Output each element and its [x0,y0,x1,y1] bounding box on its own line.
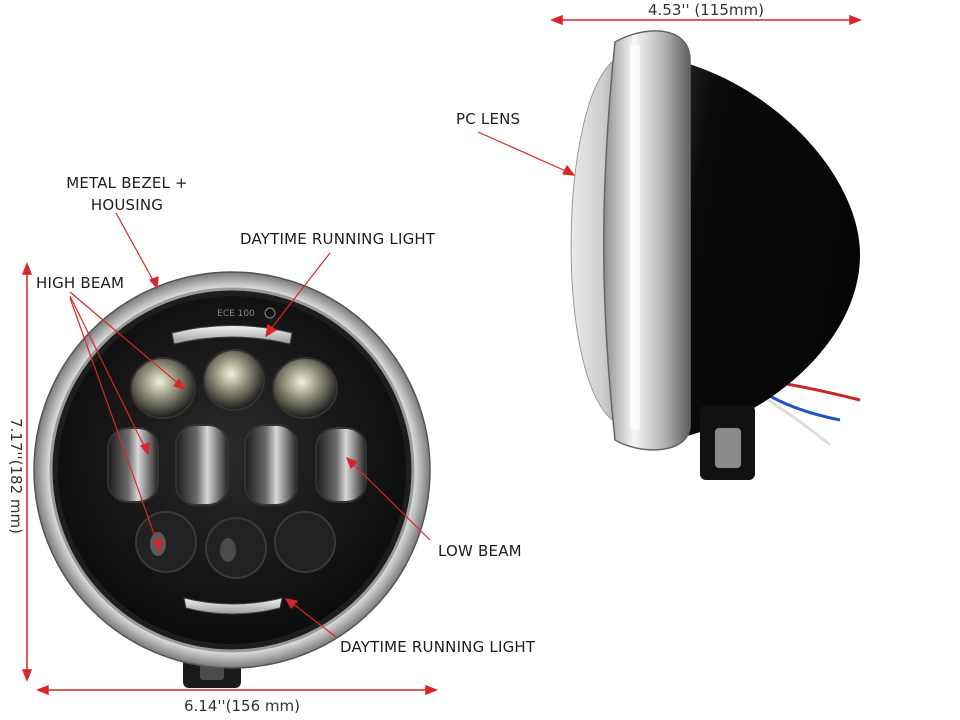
bezel-arrowhead [148,276,159,290]
dimension-width: 6.14''(156 mm) [184,697,300,715]
low-beam-pointer [351,462,431,541]
label-drl-top: DAYTIME RUNNING LIGHT [240,230,436,248]
label-high-beam: HIGH BEAM [36,274,125,292]
drl-bottom-strip [183,597,283,615]
high-beam-arrowhead [153,539,163,553]
lower-lens [274,511,336,573]
low-beam-reflector [175,424,229,506]
dimension-height: 7.17''(182 mm) [7,418,25,534]
high-beam-pointer [69,297,159,546]
bezel-pointer [115,212,155,283]
label-metal-bezel: METAL BEZEL + HOUSING [66,174,188,214]
drl-top-arrowhead [265,324,278,338]
pc-lens-arrowhead [562,164,576,176]
low-beam-reflector [244,424,298,506]
lower-lens [135,511,197,573]
wire-white [759,393,831,447]
dimension-lines [21,14,863,696]
lower-lens-highlight [220,538,236,562]
pc-lens-pointer [477,131,569,173]
height-arrow-top [21,261,33,275]
drl-bottom-arrowhead [284,598,299,610]
high-beam-row [130,349,338,419]
drl-top-strip [171,325,293,345]
label-pc-lens: PC LENS [456,110,521,128]
side-mount-bolt [715,428,741,468]
drl-bottom-pointer [291,602,337,638]
drl-top-pointer [269,252,331,331]
side-view [570,30,861,480]
label-low-beam: LOW BEAM [438,542,522,560]
lower-lens [205,517,267,579]
front-view: ECE 100 [33,271,431,688]
height-arrow-bottom [21,669,33,683]
high-beam-led [272,357,338,419]
marking-icon [264,307,276,319]
depth-arrow-right [849,14,863,26]
side-housing [650,55,860,440]
callout-arrows [69,131,576,638]
lower-lens-row [135,511,336,579]
side-bezel [603,30,691,451]
high-beam-pointer [69,295,146,449]
high-beam-arrowhead [173,377,187,390]
dimension-depth: 4.53'' (115mm) [648,1,764,19]
low-beam-reflector [107,427,159,503]
bezel-highlight [630,45,640,430]
high-beam-arrowhead [139,442,150,456]
high-beam-pointer [69,291,181,386]
width-arrow-left [35,684,49,696]
low-beam-arrowhead [345,456,359,470]
low-beam-reflector [315,427,367,503]
high-beam-led [203,349,265,411]
width-arrow-right [425,684,439,696]
front-marking: ECE 100 [217,309,255,319]
depth-arrow-left [549,14,563,26]
high-beam-led [130,357,196,419]
label-drl-bottom: DAYTIME RUNNING LIGHT [340,638,536,656]
